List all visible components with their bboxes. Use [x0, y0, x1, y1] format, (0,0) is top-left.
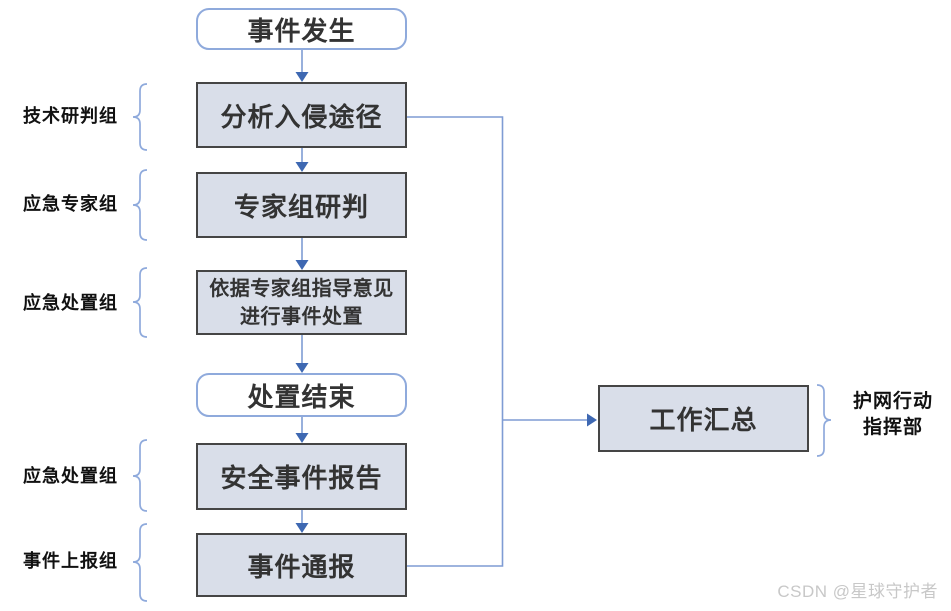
label-incident-reporting-group: 事件上报组 — [23, 551, 118, 571]
arrow-end-to-report — [295, 417, 309, 443]
brace-tech-group — [132, 83, 148, 151]
node-work-summary: 工作汇总 — [598, 385, 809, 452]
node-handle-line2: 进行事件处置 — [240, 305, 363, 328]
brace-response-group-upper — [132, 267, 148, 338]
label-emergency-response-group-lower: 应急处置组 — [23, 466, 118, 486]
label-hq-line1: 护网行动 — [852, 391, 933, 412]
brace-hq-group — [816, 384, 832, 457]
node-analyze-intrusion-path: 分析入侵途径 — [196, 82, 407, 148]
arrow-start-to-analyze — [295, 50, 309, 82]
arrow-expert-to-handle — [295, 238, 309, 270]
label-emergency-response-group-upper: 应急处置组 — [23, 293, 118, 313]
node-expert-assessment: 专家组研判 — [196, 172, 407, 238]
node-handle-per-expert-guidance: 依据专家组指导意见 进行事件处置 — [196, 270, 407, 335]
brace-response-group-lower — [132, 439, 148, 512]
node-event-occurred: 事件发生 — [196, 8, 407, 50]
node-incident-notification: 事件通报 — [196, 533, 407, 597]
brace-reporting-group — [132, 523, 148, 602]
arrow-report-to-notify — [295, 510, 309, 533]
label-hq-line2: 指挥部 — [862, 417, 923, 438]
connector-to-summary — [407, 116, 597, 567]
arrow-handle-to-end — [295, 335, 309, 373]
label-hq-command: 护网行动 指挥部 — [840, 389, 946, 441]
node-security-incident-report: 安全事件报告 — [196, 443, 407, 510]
csdn-watermark: CSDN @星球守护者 — [777, 582, 938, 601]
label-tech-research-group: 技术研判组 — [23, 106, 118, 126]
arrow-analyze-to-expert — [295, 148, 309, 172]
brace-expert-group — [132, 169, 148, 241]
label-emergency-expert-group: 应急专家组 — [23, 194, 118, 214]
node-handle-line1: 依据专家组指导意见 — [209, 277, 394, 300]
node-handling-finished: 处置结束 — [196, 373, 407, 417]
